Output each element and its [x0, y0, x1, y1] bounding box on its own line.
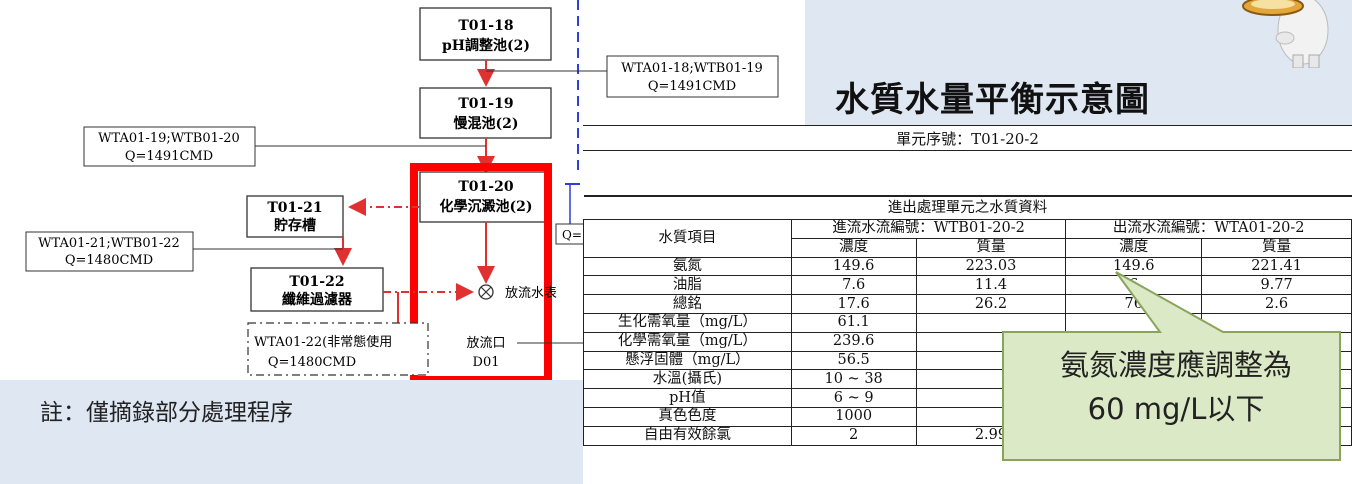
- label-3-line2: Q=1480CMD: [65, 253, 153, 268]
- t0122-name: 纖維過濾器: [282, 291, 353, 308]
- row-out-mass: [1201, 312, 1352, 333]
- t0121-name: 貯存槽: [274, 217, 316, 234]
- label-1-line1: WTA01-18;WTB01-19: [621, 61, 763, 76]
- item-header: 水質項目: [583, 219, 792, 258]
- label-box-1: [606, 55, 779, 98]
- row-in-conc: 10 ~ 38: [790, 369, 917, 390]
- row-item: 化學需氧量（mg/L）: [583, 331, 792, 352]
- outlet-line2: D01: [473, 355, 500, 370]
- in-mass-header: 質量: [915, 237, 1067, 258]
- table-row: 生化需氧量（mg/L）61.1: [583, 312, 1352, 333]
- row-item: 油脂: [583, 275, 792, 296]
- row-out-conc: 149.6: [1065, 256, 1203, 277]
- mascot-magnifier-icon: [1242, 0, 1329, 68]
- label-2-line2: Q=1491CMD: [125, 149, 213, 164]
- row-in-conc: 61.1: [790, 312, 917, 333]
- callout-line1: 氨氮濃度應調整為: [1059, 348, 1292, 382]
- row-in-mass: 223.03: [915, 256, 1067, 277]
- row-in-mass: 11.4: [915, 275, 1067, 296]
- row-item: 氨氮: [583, 256, 792, 277]
- row-in-conc: 239.6: [790, 331, 917, 352]
- box-t0120: [419, 171, 552, 223]
- t0120-name: 化學沉澱池(2): [440, 198, 533, 215]
- row-out-mass: 221.41: [1201, 256, 1352, 277]
- partial-label-q: Q=: [562, 228, 582, 242]
- row-in-conc: 7.6: [790, 275, 917, 296]
- table-caption: 進出處理單元之水質資料: [583, 195, 1352, 220]
- t0121-id: T01-21: [267, 200, 322, 216]
- row-in-conc: 56.5: [790, 350, 917, 371]
- t0118-name: pH調整池(2): [442, 37, 530, 54]
- outlet-line1: 放流口: [466, 336, 505, 351]
- out-conc-header: 濃度: [1065, 237, 1203, 258]
- in-conc-header: 濃度: [790, 237, 917, 258]
- t0118-id: T01-18: [458, 18, 513, 34]
- in-stream-header: 進流水流編號：WTB01-20-2: [790, 219, 1067, 239]
- row-out-conc: 76: [1065, 294, 1203, 314]
- label-4-line1: WTA01-22(非常態使用: [254, 334, 392, 350]
- row-out-conc: 6: [1065, 275, 1203, 296]
- callout-line2: 60 mg/L以下: [1087, 392, 1265, 426]
- t0119-id: T01-19: [458, 96, 513, 112]
- main-title: 水質水量平衡示意圖: [835, 80, 1150, 120]
- meter-label: 放流水表: [505, 286, 557, 301]
- row-in-conc: 1000: [790, 406, 917, 427]
- footnote: 註：僅摘錄部分處理程序: [40, 400, 293, 426]
- box-t0118: [419, 7, 552, 61]
- row-in-mass: [915, 312, 1067, 333]
- label-3-line1: WTA01-21;WTB01-22: [38, 236, 180, 251]
- label-4-line2: Q=1480CMD: [268, 355, 356, 370]
- row-item: 自由有效餘氯: [583, 425, 792, 446]
- t0122-id: T01-22: [289, 274, 344, 290]
- label-1-line2: Q=1491CMD: [648, 79, 736, 94]
- row-item: 總銘: [583, 294, 792, 314]
- box-t0122: [250, 267, 384, 312]
- unit-title: 單元序號：T01-20-2: [583, 125, 1352, 151]
- out-stream-header: 出流水流編號：WTA01-20-2: [1065, 219, 1352, 239]
- t0120-id: T01-20: [458, 179, 513, 195]
- table-header-row-1: 水質項目 進流水流編號：WTB01-20-2 出流水流編號：WTA01-20-2: [583, 219, 1352, 258]
- box-t0119: [419, 87, 552, 139]
- t0119-name: 慢混池(2): [454, 115, 519, 132]
- row-item: 生化需氧量（mg/L）: [583, 312, 792, 333]
- callout-text: 氨氮濃度應調整為 60 mg/L以下: [1012, 343, 1340, 431]
- row-item: 水溫(攝氏): [583, 369, 792, 390]
- row-in-conc: 149.6: [790, 256, 917, 277]
- label-box-4: [247, 322, 429, 376]
- meter-icon-x2: [480, 286, 492, 298]
- row-out-mass: 2.6: [1201, 294, 1352, 314]
- row-in-conc: 2: [790, 425, 917, 446]
- label-box-2: [83, 126, 256, 167]
- row-in-conc: 17.6: [790, 294, 917, 314]
- box-t0121: [246, 195, 344, 238]
- row-item: 懸浮固體（mg/L）: [583, 350, 792, 371]
- row-in-conc: 6 ~ 9: [790, 388, 917, 408]
- out-mass-header: 質量: [1201, 237, 1352, 258]
- row-in-mass: 26.2: [915, 294, 1067, 314]
- label-2-line1: WTA01-19;WTB01-20: [98, 131, 240, 146]
- row-out-mass: 9.77: [1201, 275, 1352, 296]
- row-item: 真色色度: [583, 406, 792, 427]
- row-out-conc: [1065, 312, 1203, 333]
- flow-diagram: T01-18 pH調整池(2) WTA01-18;WTB01-19 Q=1491…: [25, 0, 779, 384]
- table-caption-row: 進出處理單元之水質資料: [583, 195, 1352, 220]
- label-box-3: [25, 231, 194, 272]
- row-item: pH值: [583, 388, 792, 408]
